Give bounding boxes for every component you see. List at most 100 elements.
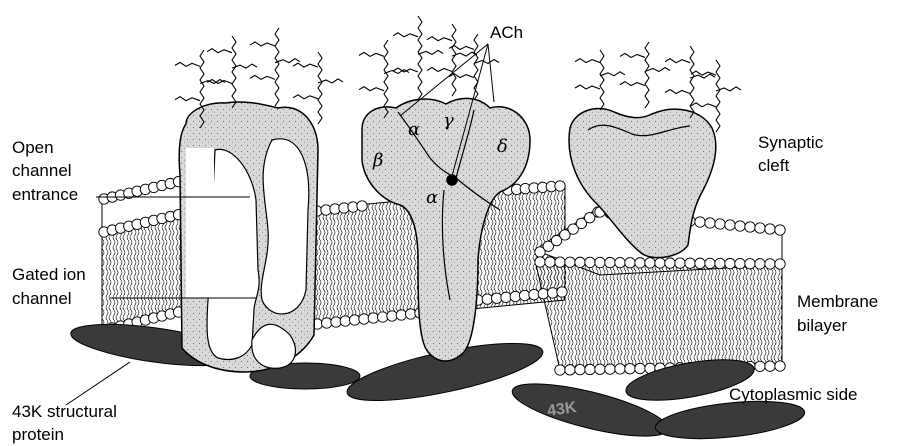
synaptic-cleft-label-line2: cleft <box>758 155 789 176</box>
lipid-head <box>340 316 350 326</box>
carbohydrate-branch <box>359 52 384 56</box>
carbohydrate-branch <box>620 53 645 57</box>
lipid-head <box>625 364 635 374</box>
subunit-gamma: γ <box>443 110 454 131</box>
open-channel-label-line2: channel <box>12 160 72 181</box>
ach-label: ACh <box>490 22 523 43</box>
lipid-head <box>695 217 705 227</box>
lipid-head <box>482 294 492 304</box>
lipid-head <box>615 257 625 267</box>
carbohydrate-branch <box>691 103 716 107</box>
carbohydrate-branch <box>293 63 318 67</box>
carbohydrate-branch <box>250 42 275 46</box>
lipid-head <box>538 289 548 299</box>
lipid-head <box>775 361 785 371</box>
gated-channel-label-line2: channel <box>12 288 72 309</box>
carbohydrate-branch <box>575 85 600 89</box>
bilayer-right-core <box>535 260 782 370</box>
lipid-head <box>625 258 635 268</box>
open-channel-receptor <box>179 102 318 372</box>
lipid-head <box>557 287 567 297</box>
carbohydrate-chain <box>318 52 322 124</box>
carbohydrate-chain <box>275 28 279 106</box>
lipid-head <box>765 224 775 234</box>
lipid-head <box>705 218 715 228</box>
carbohydrate-branch <box>427 37 452 41</box>
lipid-head <box>595 364 605 374</box>
lipid-head <box>575 364 585 374</box>
carbohydrate-chain <box>645 42 649 108</box>
lipid-head <box>357 201 367 211</box>
lipid-head <box>635 258 645 268</box>
lipid-head <box>519 290 529 300</box>
lipid-head <box>605 364 615 374</box>
lipid-head <box>655 258 665 268</box>
cytoplasmic-side-label: Cytoplasmic side <box>729 384 858 405</box>
channel-pore-left <box>207 149 259 359</box>
lipid-head <box>555 181 565 191</box>
carbohydrate-chain <box>600 50 604 110</box>
carbohydrate-branch <box>175 62 200 66</box>
lipid-head <box>565 257 575 267</box>
lipid-head <box>755 259 765 269</box>
subunit-delta: δ <box>497 136 508 157</box>
lipid-head <box>775 259 785 269</box>
carbohydrate-branch <box>175 97 200 101</box>
lipid-head <box>745 259 755 269</box>
lipid-head <box>377 312 387 322</box>
gated-channel-label-line1: Gated ion <box>12 264 86 285</box>
lipid-head <box>501 292 511 302</box>
lipid-head <box>555 365 565 375</box>
lipid-head <box>535 257 545 267</box>
lipid-head <box>735 221 745 231</box>
lipid-head <box>545 257 555 267</box>
lipid-head <box>595 257 605 267</box>
structural-protein-label-line2: protein <box>12 424 64 445</box>
carbohydrate-branch <box>575 59 600 63</box>
subunit-alpha-bottom: α <box>426 187 438 208</box>
lipid-head <box>585 364 595 374</box>
lipid-head <box>547 288 557 298</box>
lipid-head <box>555 257 565 267</box>
lipid-head <box>605 257 615 267</box>
lipid-head <box>615 364 625 374</box>
lipid-head <box>725 220 735 230</box>
carbohydrate-branch <box>474 60 499 64</box>
carbohydrate-branch <box>393 33 418 37</box>
lipid-head <box>331 317 341 327</box>
carbohydrate-branch <box>293 95 318 99</box>
lipid-head <box>396 310 406 320</box>
open-channel-label-line1: Open <box>12 137 54 158</box>
subunit-beta: β <box>372 150 383 171</box>
lipid-head <box>368 313 378 323</box>
lipid-head <box>491 293 501 303</box>
lipid-head <box>765 361 775 371</box>
lipid-head <box>510 291 520 301</box>
lipid-head <box>529 289 539 299</box>
lipid-head <box>725 258 735 268</box>
lipid-head <box>405 309 415 319</box>
lipid-head <box>565 365 575 375</box>
structural-protein-label-line1: 43K structural <box>12 401 117 422</box>
lipid-head <box>349 315 359 325</box>
subunit-alpha-top: α <box>408 119 420 140</box>
carbohydrate-chain <box>690 46 694 118</box>
carbohydrate-branch <box>691 71 716 75</box>
carbohydrate-branch <box>645 68 670 72</box>
carbohydrate-branch <box>665 90 690 94</box>
carbohydrate-chain <box>232 36 236 108</box>
synaptic-cleft-label-line1: Synaptic <box>758 132 823 153</box>
lipid-head <box>359 314 369 324</box>
carbohydrate-branch <box>427 68 452 72</box>
lipid-head <box>755 361 765 371</box>
carbohydrate-chain <box>716 60 720 132</box>
lipid-head <box>685 258 695 268</box>
carbohydrate-branch <box>250 75 275 79</box>
lipid-head <box>387 311 397 321</box>
membrane-bilayer-label-line2: bilayer <box>797 315 847 336</box>
carbohydrate-branch <box>207 49 232 53</box>
carbohydrate-chain <box>452 24 456 96</box>
lipid-head <box>705 258 715 268</box>
carbohydrate-branch <box>665 59 690 63</box>
